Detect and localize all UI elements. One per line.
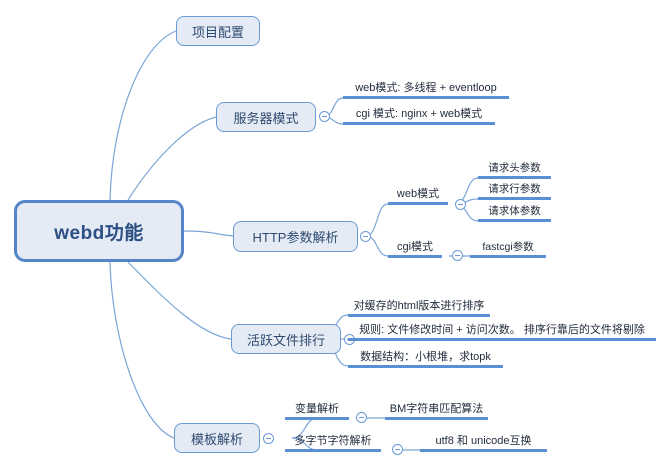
- subnode-label: 多字节字符解析: [294, 435, 372, 447]
- subnode-web-mode[interactable]: web模式: [388, 188, 448, 205]
- leaf-node-label: 请求行参数: [488, 183, 541, 195]
- branch-node-label: 服务器模式: [233, 110, 299, 126]
- leaf-node-request-header-param[interactable]: 请求头参数: [478, 162, 551, 179]
- leaf-node-label: fastcgi参数: [482, 241, 534, 253]
- leaf-node-label: 请求体参数: [488, 205, 541, 217]
- subnode-label: web模式: [396, 188, 440, 200]
- leaf-node-label: utf8 和 unicode互换: [435, 435, 532, 447]
- collapse-minus-icon-cgi-mode[interactable]: [452, 250, 463, 261]
- branch-node-label: 项目配置: [191, 24, 244, 40]
- subnode-variable-parse[interactable]: 变量解析: [285, 403, 349, 420]
- leaf-node-label: 对缓存的html版本进行排序: [353, 300, 485, 312]
- leaf-node-utf8-unicode[interactable]: utf8 和 unicode互换: [420, 435, 547, 452]
- leaf-node-label: web模式: 多线程 + eventloop: [355, 82, 497, 94]
- leaf-node-sort-cached-html[interactable]: 对缓存的html版本进行排序: [348, 300, 490, 317]
- subnode-cgi-mode[interactable]: cgi模式: [388, 241, 442, 258]
- leaf-node-label: cgi 模式: nginx + web模式: [355, 108, 483, 120]
- branch-node-label: HTTP参数解析: [252, 230, 339, 245]
- leaf-node-data-structure[interactable]: 数据结构：小根堆，求topk: [348, 351, 503, 368]
- collapse-minus-icon-multibyte-char-parse[interactable]: [392, 444, 403, 455]
- subnode-multibyte-char-parse[interactable]: 多字节字符解析: [285, 435, 381, 452]
- leaf-node-cgi-mode-desc[interactable]: cgi 模式: nginx + web模式: [343, 108, 495, 125]
- branch-node-server-mode[interactable]: 服务器模式: [216, 102, 316, 132]
- leaf-node-request-body-param[interactable]: 请求体参数: [478, 205, 551, 222]
- branch-node-template-parse[interactable]: 模板解析: [174, 423, 260, 453]
- branch-node-active-file-ranking[interactable]: 活跃文件排行: [231, 324, 341, 354]
- leaf-node-label: 规则: 文件修改时间 + 访问次数。 排序行靠后的文件将剔除: [359, 324, 645, 336]
- subnode-label: 变量解析: [295, 403, 339, 415]
- collapse-minus-icon-http-param-parse[interactable]: [360, 231, 371, 242]
- branch-node-label: 模板解析: [190, 431, 243, 447]
- leaf-node-label: BM字符串匹配算法: [389, 403, 484, 415]
- leaf-node-ranking-rule[interactable]: 规则: 文件修改时间 + 访问次数。 排序行靠后的文件将剔除: [348, 324, 656, 341]
- collapse-minus-icon-server-mode[interactable]: [319, 111, 330, 122]
- collapse-minus-icon-template-parse[interactable]: [263, 433, 274, 444]
- leaf-node-web-mode-desc[interactable]: web模式: 多线程 + eventloop: [343, 82, 509, 99]
- root-node[interactable]: webd功能: [14, 200, 184, 262]
- leaf-node-request-line-param[interactable]: 请求行参数: [478, 183, 551, 200]
- collapse-minus-icon-variable-parse[interactable]: [356, 412, 367, 423]
- leaf-node-fastcgi-param[interactable]: fastcgi参数: [470, 241, 546, 258]
- leaf-node-bm-algorithm[interactable]: BM字符串匹配算法: [385, 403, 488, 420]
- branch-node-label: 活跃文件排行: [246, 332, 325, 348]
- leaf-node-label: 数据结构：小根堆，求topk: [360, 351, 491, 363]
- subnode-label: cgi模式: [396, 241, 434, 253]
- collapse-minus-icon-web-mode[interactable]: [455, 199, 466, 210]
- branch-node-project-config[interactable]: 项目配置: [176, 16, 260, 46]
- branch-node-http-param-parse[interactable]: HTTP参数解析: [233, 221, 358, 252]
- root-node-label: webd功能: [54, 222, 144, 244]
- leaf-node-label: 请求头参数: [488, 162, 541, 174]
